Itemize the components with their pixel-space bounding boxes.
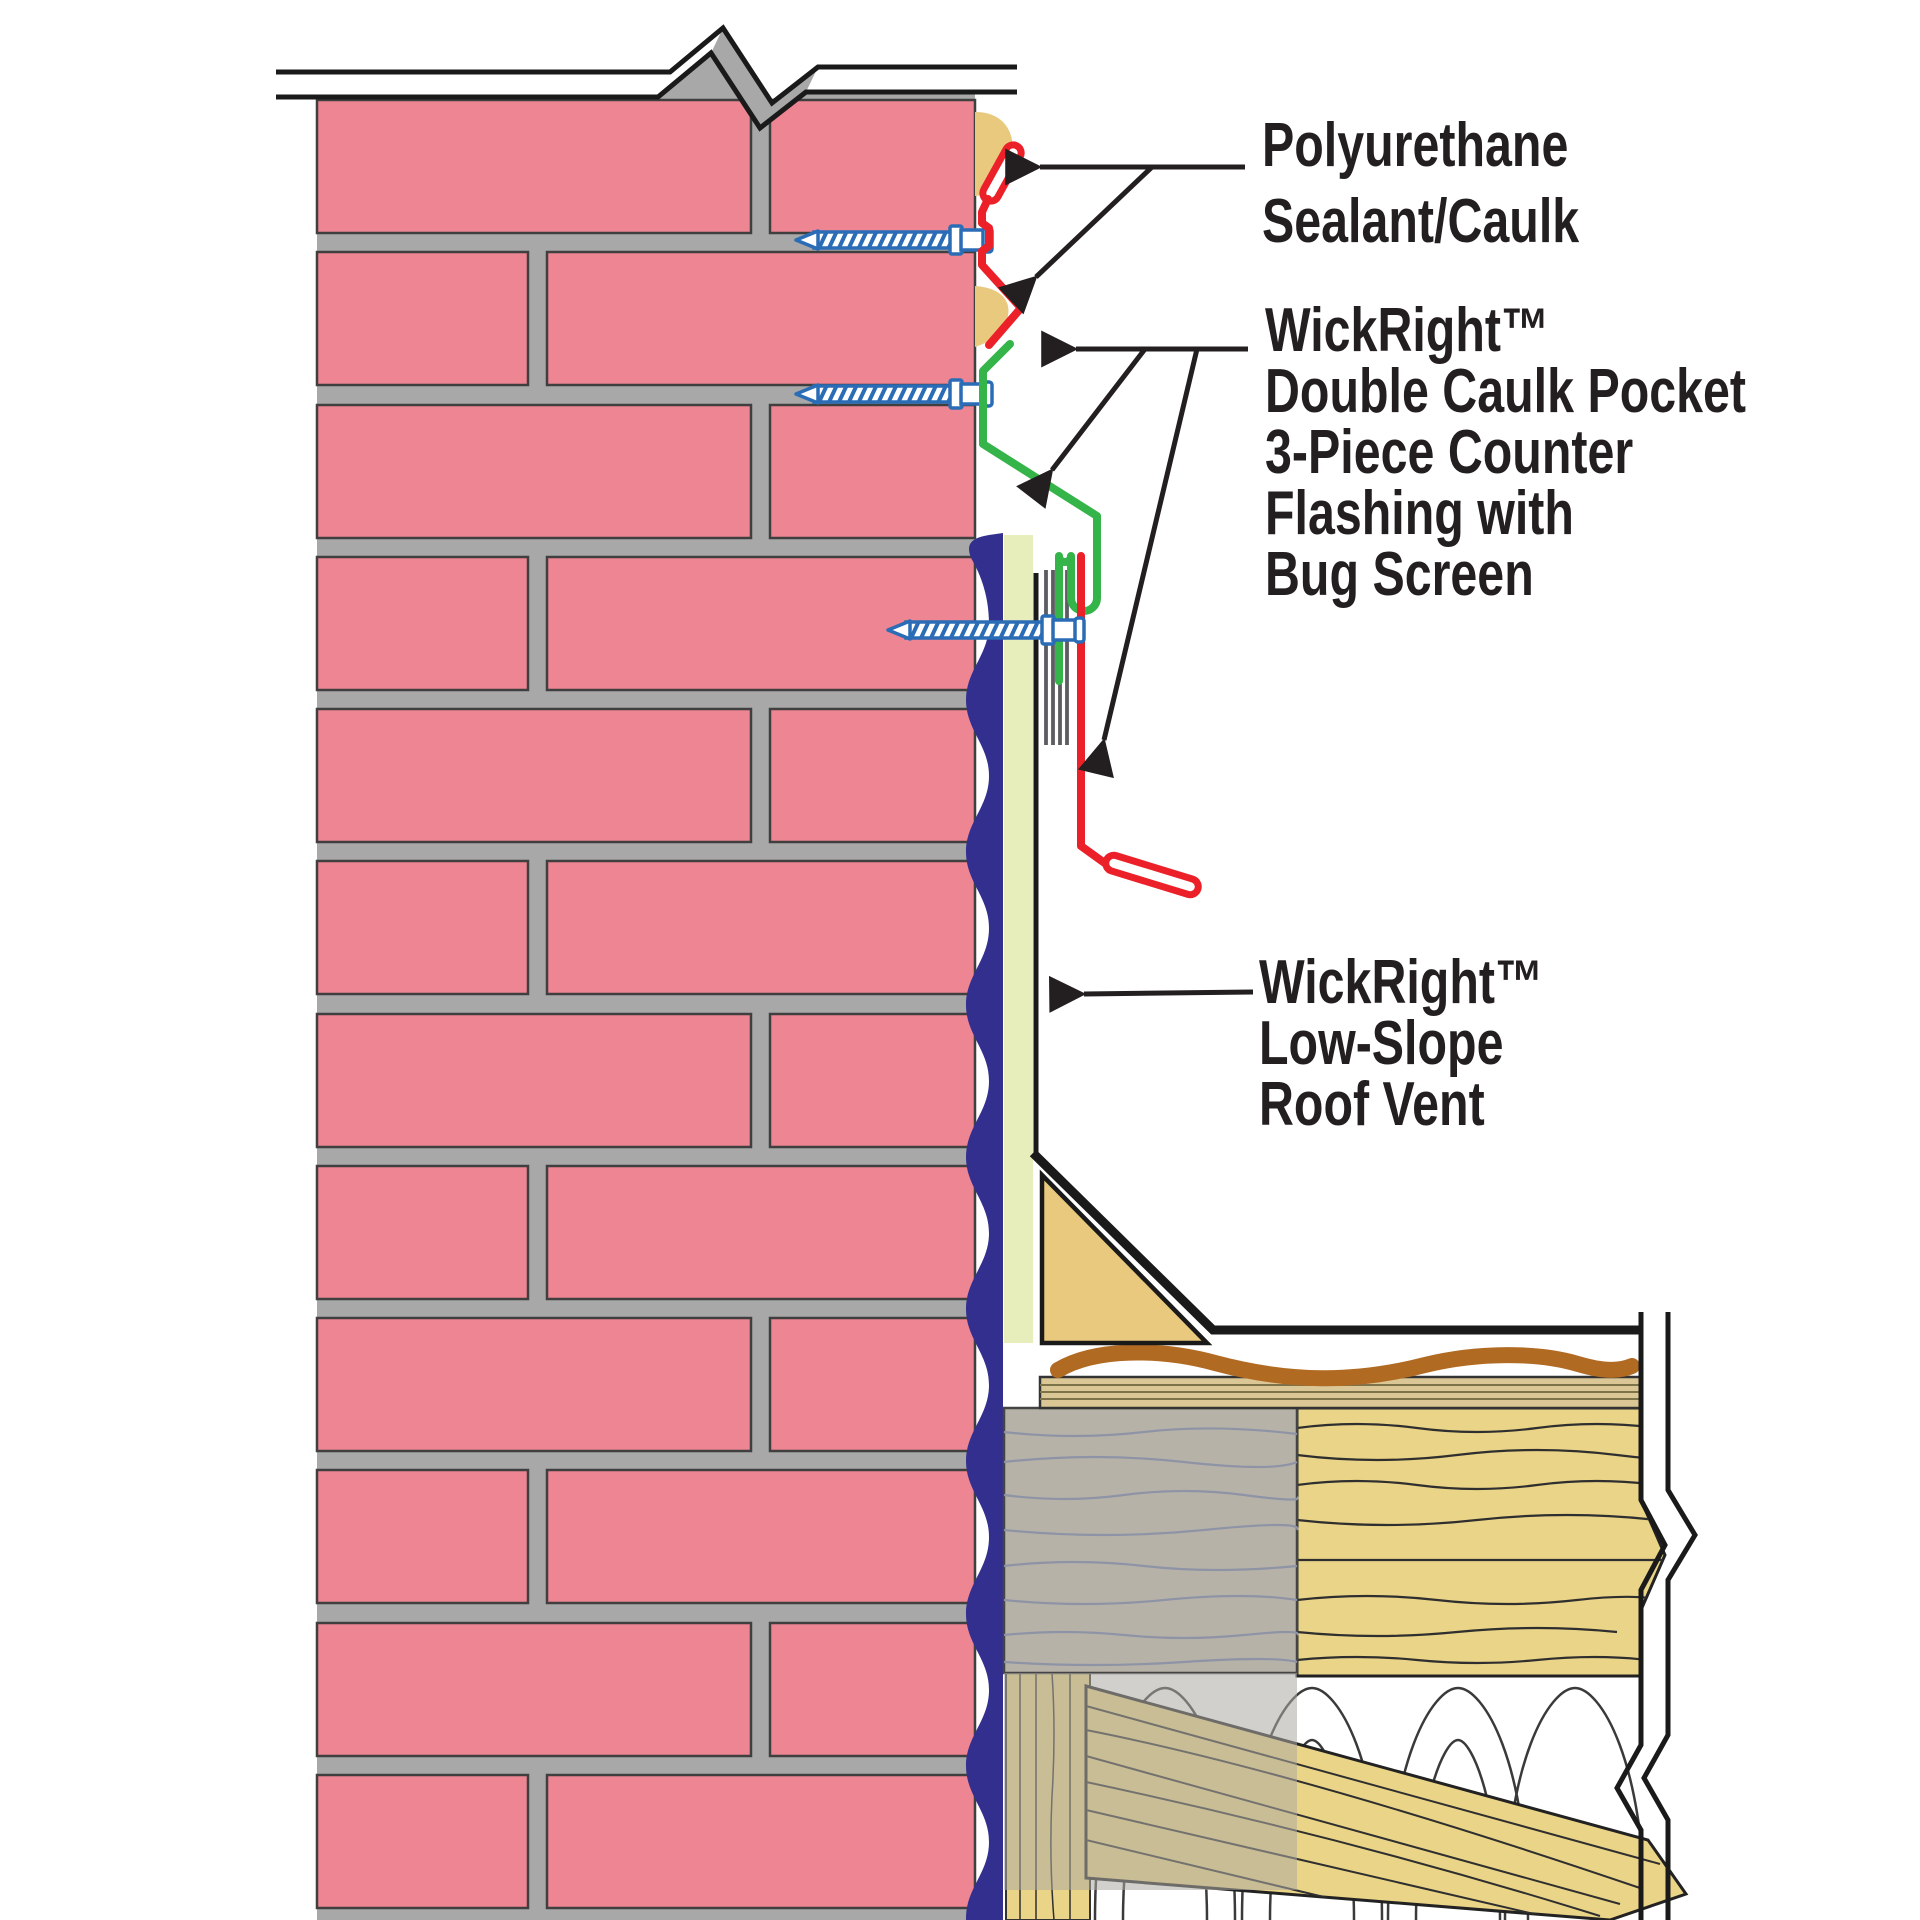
bug-screen [1044,570,1069,745]
break-line-top [276,24,1017,132]
underlayment-squiggle [1050,1344,1640,1387]
label-polyurethane-sealant: Polyurethane Sealant/Caulk [1262,111,1580,256]
break-line-right [1614,1312,1698,1920]
counter-flashing-piece-2 [979,340,1101,685]
vent-core [1004,535,1033,1343]
arrow-sealant-lower [998,165,1154,315]
arrow-flashing-mid [1016,347,1147,509]
cant-strip [1039,1169,1213,1346]
arrow-flashing-bottom [1077,348,1200,779]
roof-membrane [1029,1149,1641,1335]
ledger-beam [1002,1406,1299,1675]
bricks [315,98,977,1910]
roof-vent-strip [966,533,1003,1920]
shadow-overlay [1004,1673,1297,1890]
leader-arrows [998,148,1254,1013]
label-counter-flashing: WickRight™ Double Caulk Pocket 3-Piece C… [1265,296,1747,609]
counter-flashing-piece-3 [1077,552,1202,899]
wood-blocking-joist [1295,1406,1667,1678]
brick-wall [276,24,1017,1920]
arrow-vent [1049,975,1254,1013]
label-roof-vent: WickRight™ Low-Slope Roof Vent [1259,948,1544,1139]
